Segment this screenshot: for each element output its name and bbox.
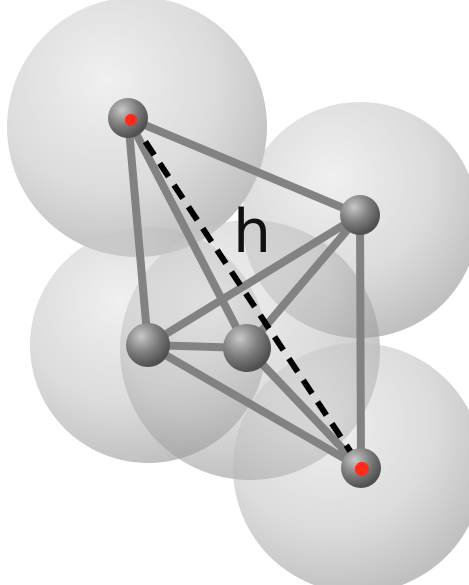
bond-layer	[124, 114, 365, 472]
bond	[144, 341, 365, 472]
bond	[124, 114, 364, 219]
node-right	[340, 195, 380, 235]
node-center	[223, 324, 271, 372]
top-marker-dot	[125, 114, 137, 126]
bond	[124, 114, 251, 352]
bond	[356, 211, 365, 472]
height-dashed-line	[128, 118, 365, 471]
node-left	[126, 323, 170, 367]
bottom-marker-dot	[355, 462, 369, 476]
bond	[243, 344, 365, 472]
bond	[144, 211, 364, 349]
bond	[124, 114, 152, 349]
height-label: h	[233, 197, 271, 267]
